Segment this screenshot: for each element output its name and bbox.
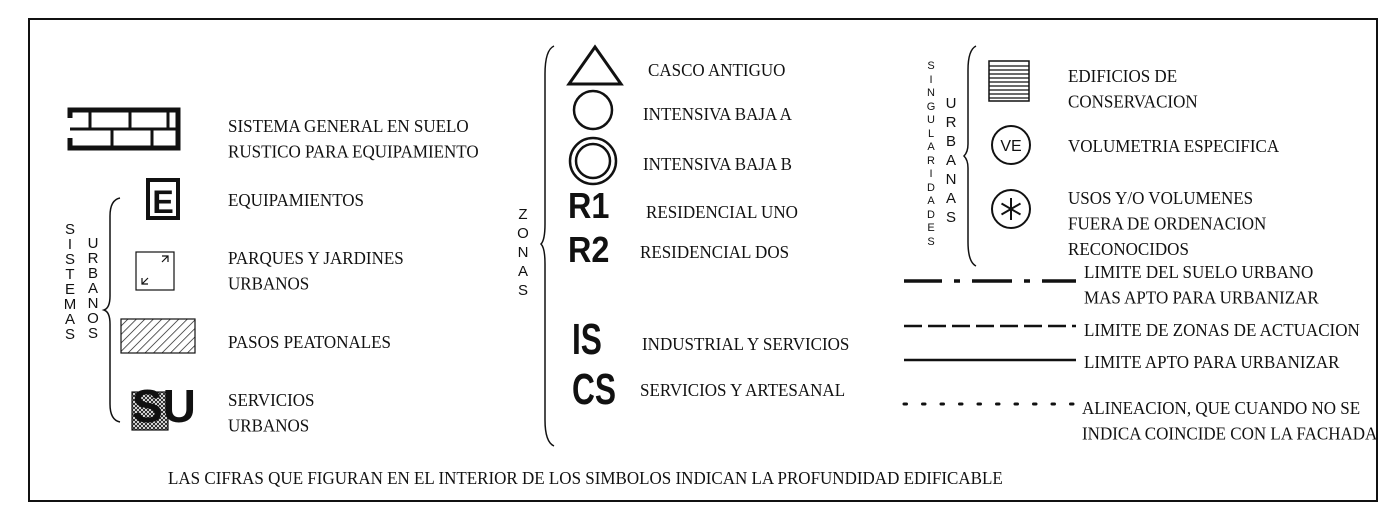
is-label: INDUSTRIAL Y SERVICIOS [642,334,850,355]
casco-antiguo-triangle-icon [566,44,624,86]
cs-symbol: CS [572,365,617,414]
r2-label: RESIDENCIAL DOS [640,242,790,263]
solid-line [904,358,1076,362]
pasos-peatonales-symbol [120,318,196,354]
dash-dot-line [904,279,1076,283]
svg-text:E: E [152,184,173,220]
servicios-urbanos-label: SERVICIOS URBANOS [228,390,315,436]
sistema-general-label: SISTEMA GENERAL EN SUELO RUSTICO PARA EQ… [228,116,479,162]
svg-text:SU: SU [132,380,196,432]
is-symbol: IS [572,315,602,364]
parques-symbol [135,251,175,291]
limite-suelo-urbano-label: LIMITE DEL SUELO URBANO MAS APTO PARA UR… [1084,262,1319,308]
limite-zonas-label: LIMITE DE ZONAS DE ACTUACION [1084,320,1360,341]
footer-note: LAS CIFRAS QUE FIGURAN EN EL INTERIOR DE… [168,468,1003,489]
cs-label: SERVICIOS Y ARTESANAL [640,380,846,401]
singularidades-brace [962,45,977,267]
ve-circle-symbol: VE [991,125,1031,165]
svg-text:VE: VE [1000,138,1021,155]
legend-frame [28,18,1378,502]
dashed-line [904,324,1076,328]
equipamientos-symbol: E [146,178,180,220]
intensiva-b-label: INTENSIVA BAJA B [643,154,792,175]
r2-symbol: R2 [568,229,610,270]
sistemas-brace [101,197,121,423]
casco-antiguo-label: CASCO ANTIGUO [648,60,786,81]
parques-label: PARQUES Y JARDINES URBANOS [228,248,404,294]
zonas-brace [539,45,555,447]
servicios-urbanos-symbol: SU [131,380,196,432]
equipamientos-label: EQUIPAMIENTOS [228,190,365,211]
alineacion-label: ALINEACION, QUE CUANDO NO SE INDICA COIN… [1082,398,1378,444]
r1-label: RESIDENCIAL UNO [646,202,798,223]
edificios-conservacion-label: EDIFICIOS DE CONSERVACION [1068,66,1198,112]
intensiva-a-circle-icon [572,89,614,131]
pasos-peatonales-label: PASOS PEATONALES [228,332,391,353]
sistema-general-symbol [67,107,181,151]
volumetria-especifica-label: VOLUMETRIA ESPECIFICA [1068,136,1280,157]
usos-volumenes-label: USOS Y/O VOLUMENES FUERA DE ORDENACION R… [1068,188,1267,260]
intensiva-b-double-circle-icon [568,136,618,186]
intensiva-a-label: INTENSIVA BAJA A [643,104,792,125]
r1-symbol: R1 [568,185,610,226]
limite-apto-label: LIMITE APTO PARA URBANIZAR [1084,352,1340,373]
dotted-line [902,402,1078,406]
asterisk-circle-icon [991,189,1031,229]
edificios-conservacion-symbol [988,60,1030,102]
